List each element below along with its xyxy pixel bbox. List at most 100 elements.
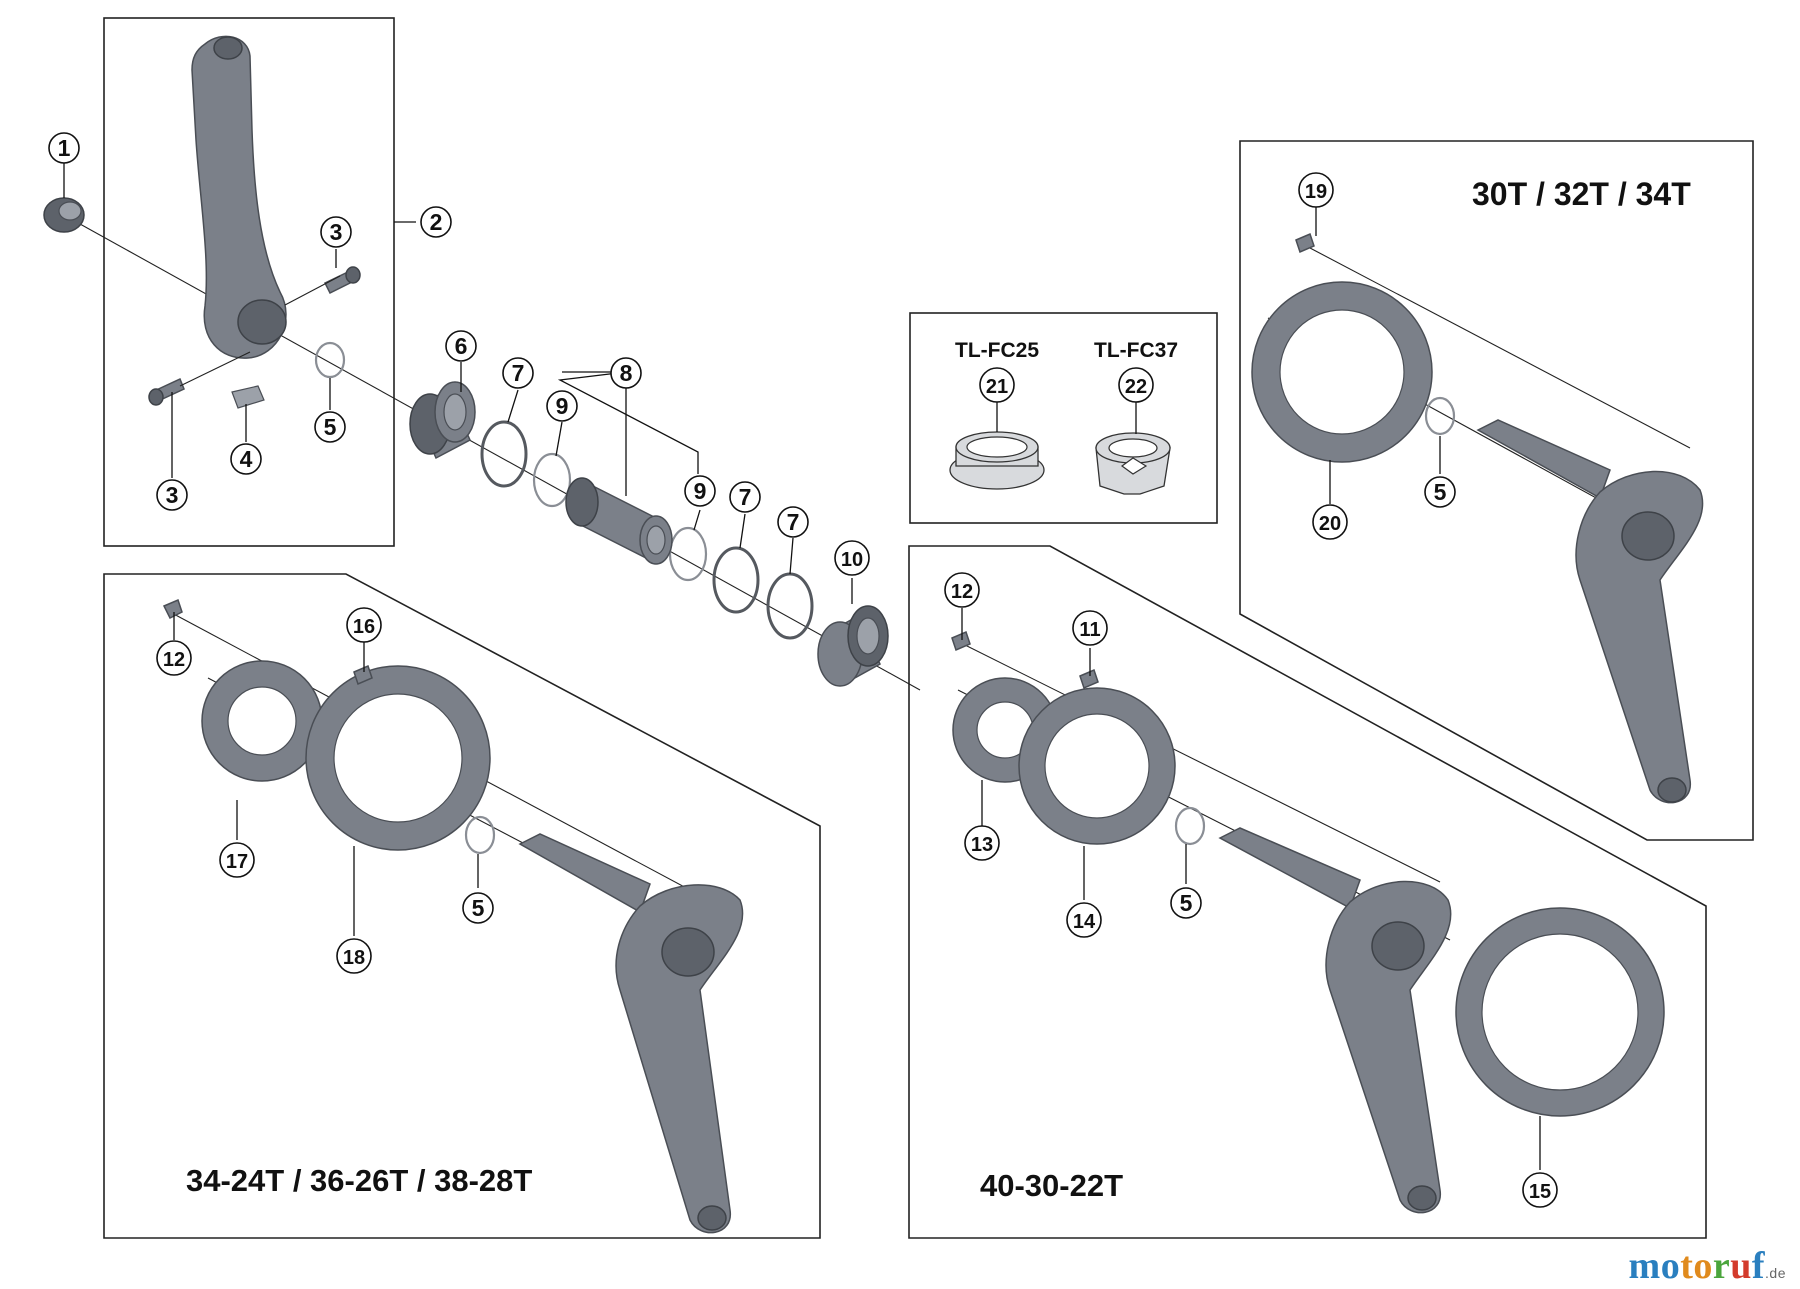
callout-7-c: 7 — [777, 506, 809, 538]
tool-label-tl-fc25: TL-FC25 — [955, 339, 1039, 362]
svg-text:4: 4 — [240, 446, 253, 472]
svg-text:12: 12 — [163, 649, 185, 671]
svg-text:2: 2 — [430, 209, 443, 235]
callout-11: 11 — [1072, 610, 1108, 646]
svg-text:11: 11 — [1079, 619, 1100, 641]
callout-6: 6 — [445, 330, 477, 362]
callout-2: 2 — [420, 206, 452, 238]
seal-ring-left — [532, 452, 572, 508]
tool-box — [909, 312, 1218, 524]
bottom-left-chainring-large — [305, 665, 491, 851]
bb-spacer-ring-2 — [712, 546, 760, 614]
svg-text:3: 3 — [330, 219, 343, 245]
svg-text:16: 16 — [353, 616, 375, 638]
svg-text:5: 5 — [472, 895, 485, 921]
stopper-plate — [231, 385, 265, 409]
tool-label-tl-fc37: TL-FC37 — [1094, 339, 1178, 362]
leader-lines — [63, 163, 1541, 1170]
left-crank-arm — [191, 35, 287, 359]
crank-pinch-bolt-lower — [148, 377, 185, 406]
svg-text:7: 7 — [512, 360, 525, 386]
seal-ring-right — [668, 526, 708, 582]
svg-text:8: 8 — [620, 360, 633, 386]
tool-tl-fc25 — [949, 431, 1045, 490]
bottom-middle-chainring-middle — [1018, 687, 1176, 845]
svg-text:22: 22 — [1125, 376, 1147, 398]
bb-spacer-ring-3 — [766, 572, 814, 640]
callout-8: 8 — [610, 357, 642, 389]
callout-12-left: 12 — [156, 640, 192, 676]
svg-text:17: 17 — [226, 851, 248, 873]
callout-4: 4 — [230, 443, 262, 475]
bottom-left-chainring-bolt-b — [353, 664, 373, 686]
spacer-ring-bottom-left — [464, 815, 496, 855]
bottom-left-group-box — [103, 573, 821, 1239]
svg-text:9: 9 — [556, 393, 569, 419]
bottom-middle-chainring-bolt-b — [1079, 668, 1099, 690]
callout-22: 22 — [1118, 367, 1154, 403]
spacer-ring-top-right — [1424, 396, 1456, 436]
axis-main — [61, 213, 921, 691]
crank-arm-fixing-bolt — [43, 197, 85, 233]
bottom-left-chainring-bolt-a — [162, 598, 183, 620]
callout-3-upper: 3 — [320, 216, 352, 248]
callout-3-lower: 3 — [156, 479, 188, 511]
callout-17: 17 — [219, 842, 255, 878]
callout-7-a: 7 — [502, 357, 534, 389]
svg-text:19: 19 — [1305, 181, 1327, 203]
svg-text:7: 7 — [787, 509, 800, 535]
bottom-middle-chainring-large — [1455, 907, 1665, 1117]
callout-12-middle: 12 — [944, 572, 980, 608]
top-right-group-box — [1239, 140, 1754, 841]
callout-15: 15 — [1522, 1172, 1558, 1208]
svg-text:7: 7 — [739, 484, 752, 510]
left-adapter-cup — [409, 381, 476, 460]
svg-text:9: 9 — [694, 478, 707, 504]
crank-pinch-bolt-upper — [323, 266, 361, 295]
callout-5-bottom-left: 5 — [462, 892, 494, 924]
bottom-left-right-crank — [518, 833, 744, 1234]
right-adapter-cup — [817, 605, 889, 687]
callout-10: 10 — [834, 540, 870, 576]
inner-cover-tube — [565, 477, 673, 565]
callout-7-b: 7 — [729, 481, 761, 513]
bottom-middle-group-box — [908, 545, 1707, 1239]
svg-text:5: 5 — [1434, 479, 1447, 505]
svg-text:5: 5 — [1180, 890, 1193, 916]
top-right-chainring-bolt — [1295, 232, 1315, 254]
callout-19: 19 — [1298, 172, 1334, 208]
svg-text:13: 13 — [971, 834, 993, 856]
tool-tl-fc37 — [1095, 432, 1171, 495]
axis-top-right-a — [1309, 247, 1691, 449]
group-label-bottom-left: 34-24T / 36-26T / 38-28T — [186, 1163, 532, 1198]
callout-21: 21 — [979, 367, 1015, 403]
callout-1: 1 — [48, 132, 80, 164]
svg-text:6: 6 — [455, 333, 468, 359]
callout-5-top-right: 5 — [1424, 476, 1456, 508]
callout-20: 20 — [1312, 504, 1348, 540]
bottom-middle-chainring-bolt-a — [951, 630, 971, 652]
group-label-bottom-middle: 40-30-22T — [980, 1168, 1123, 1203]
svg-text:18: 18 — [343, 947, 365, 969]
callout-5-left: 5 — [314, 411, 346, 443]
svg-text:3: 3 — [166, 482, 179, 508]
callout-13: 13 — [964, 825, 1000, 861]
callout-9-b: 9 — [684, 475, 716, 507]
bottom-left-chainring-small — [201, 660, 323, 782]
svg-text:21: 21 — [986, 376, 1008, 398]
top-right-chainring — [1251, 281, 1433, 463]
svg-text:5: 5 — [324, 414, 337, 440]
bottom-middle-right-crank — [1218, 827, 1452, 1214]
svg-text:10: 10 — [841, 549, 863, 571]
svg-text:20: 20 — [1319, 513, 1341, 535]
group-label-top-right: 30T / 32T / 34T — [1472, 176, 1691, 212]
spacer-ring-bottom-middle — [1174, 806, 1206, 846]
callout-5-bottom-middle: 5 — [1170, 887, 1202, 919]
axis-bottom-middle-a — [954, 639, 1441, 883]
left-crank-box — [103, 17, 395, 547]
spacer-ring-left — [314, 341, 346, 379]
callout-18: 18 — [336, 938, 372, 974]
svg-text:12: 12 — [951, 581, 973, 603]
callout-9-a: 9 — [546, 390, 578, 422]
